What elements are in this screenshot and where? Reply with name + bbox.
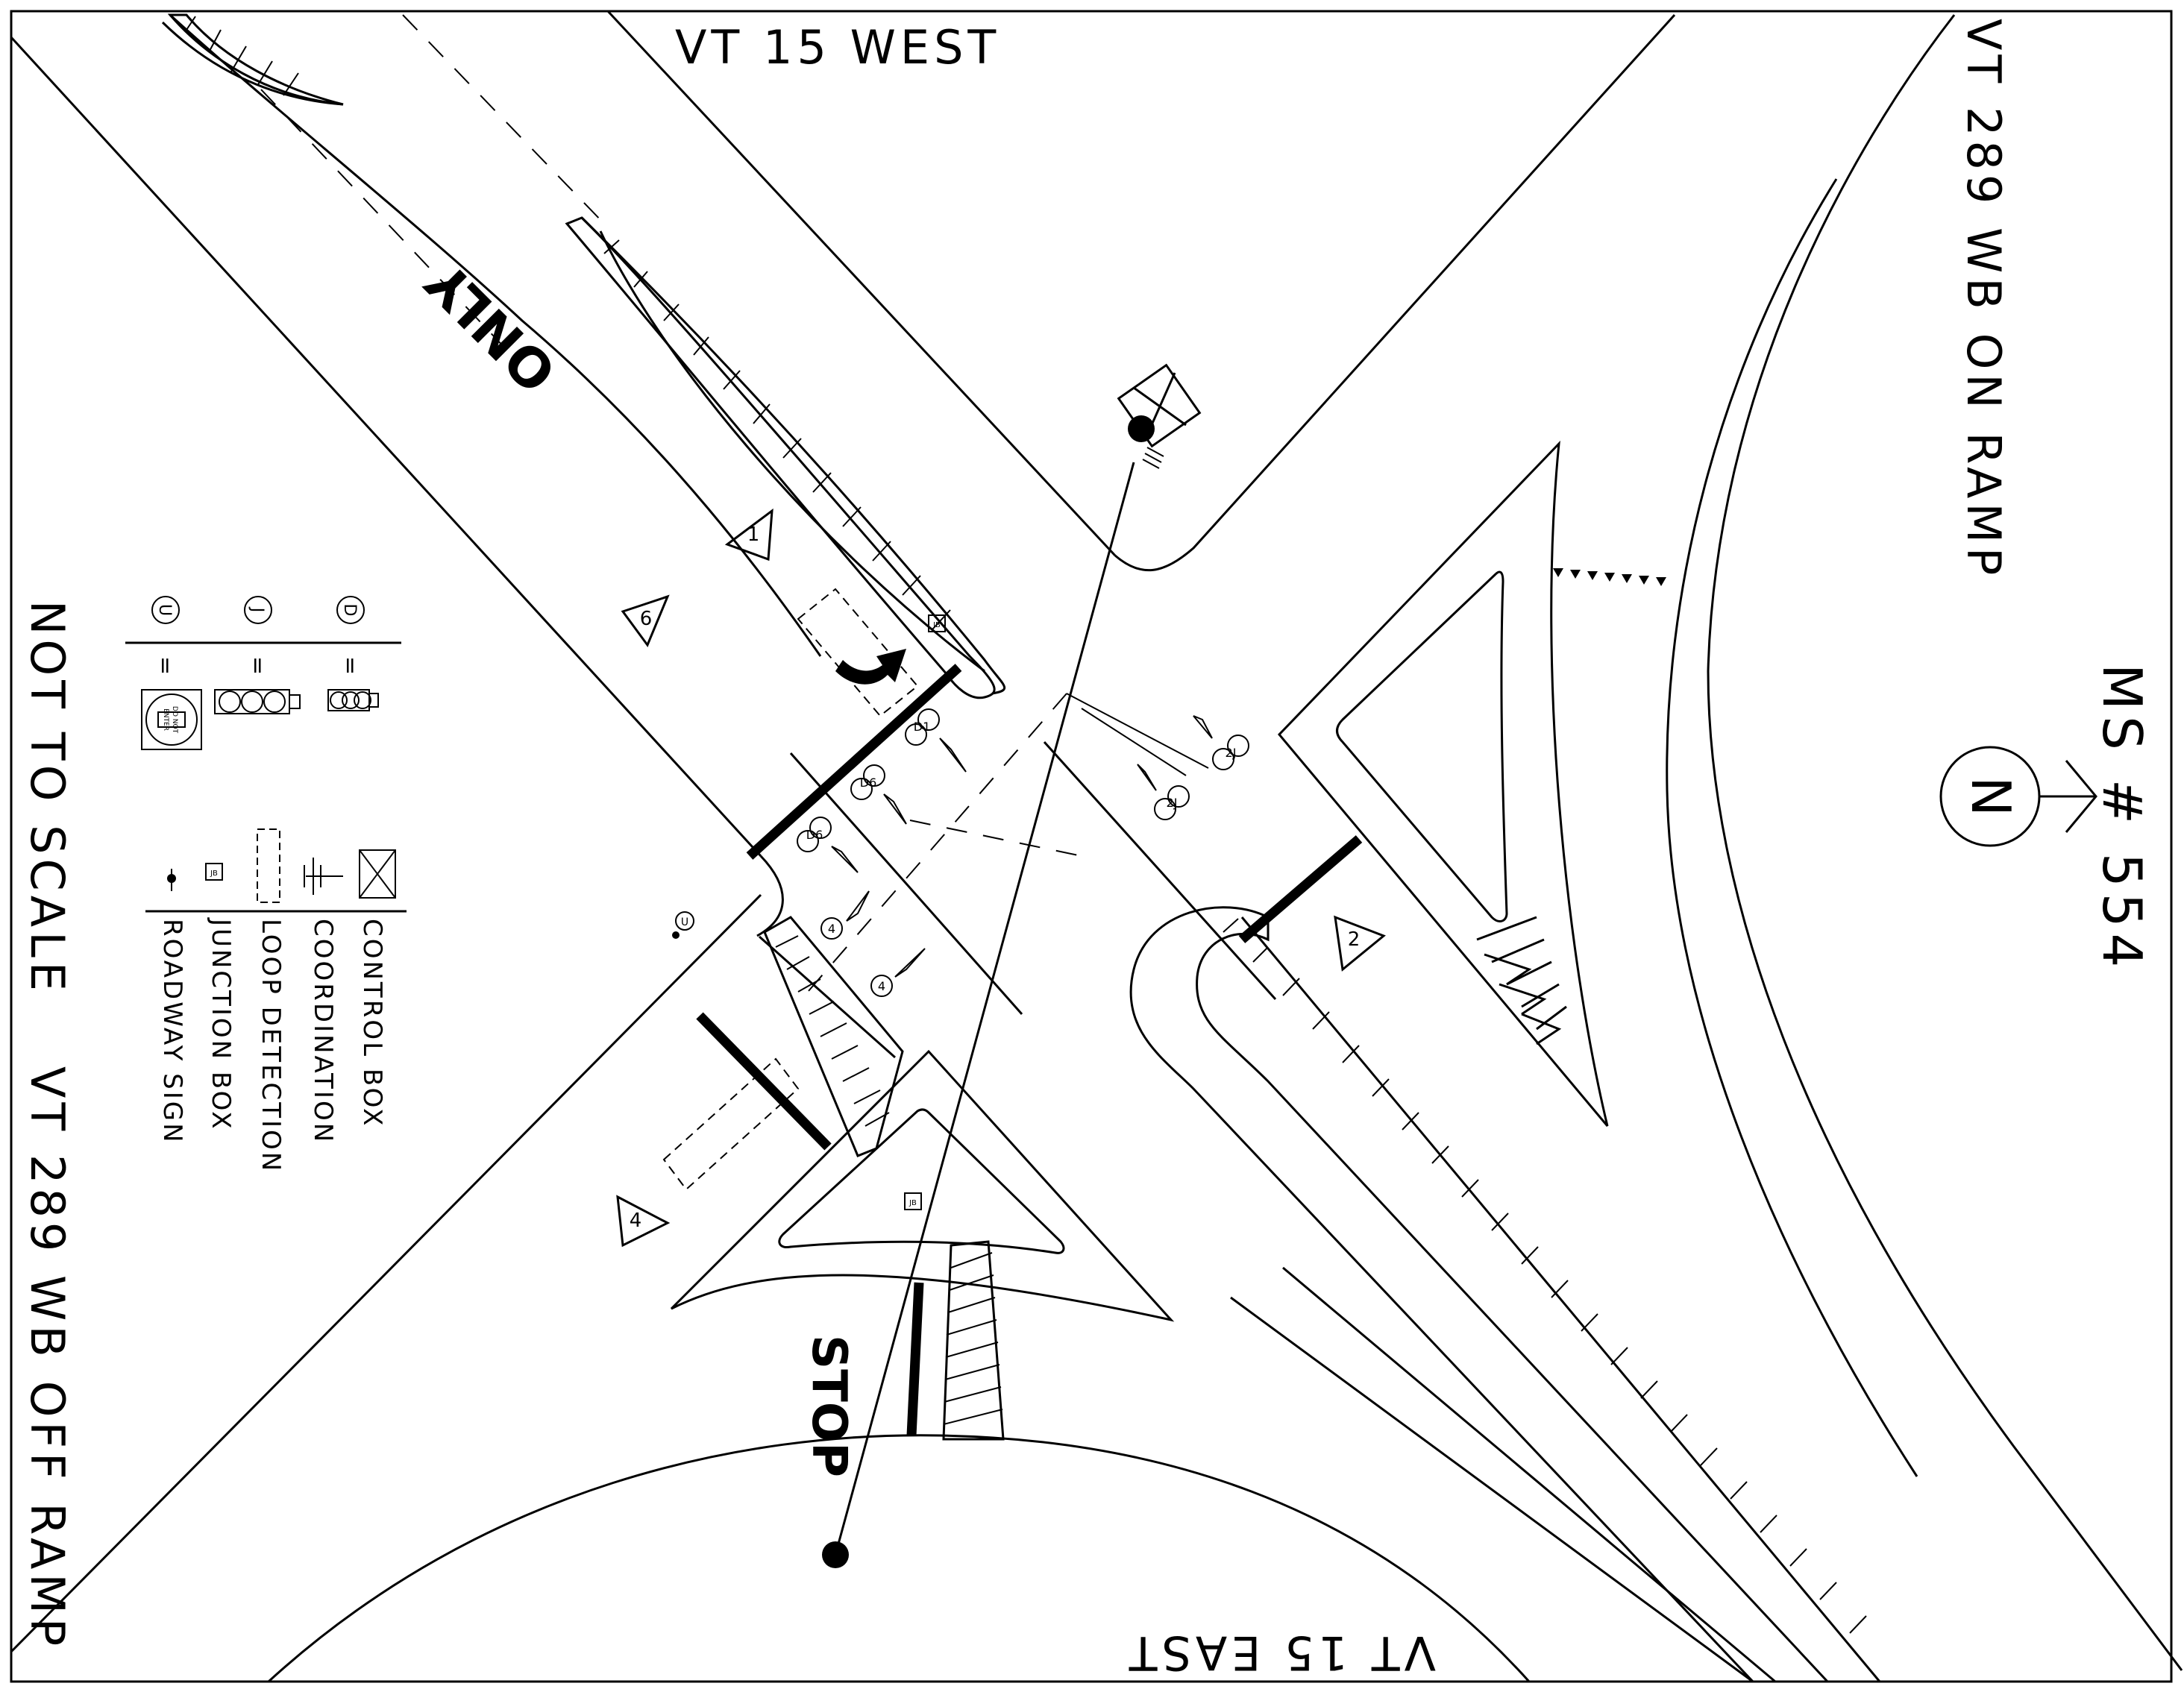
svg-text:2J: 2J <box>1226 746 1237 760</box>
svg-text:ONLY: ONLY <box>414 250 568 404</box>
phase-triangle-6: 6 <box>621 594 670 648</box>
label-vt289-on-ramp: VT 289 WB ON RAMP <box>1957 19 2011 579</box>
svg-text:D6: D6 <box>806 828 823 842</box>
svg-text:4: 4 <box>878 979 885 993</box>
svg-text:D1: D1 <box>914 720 931 734</box>
svg-text:JB: JB <box>210 869 218 878</box>
svg-text:STOP: STOP <box>801 1335 856 1477</box>
crosswalk-hatching-west <box>763 916 904 1157</box>
signal-4-a: 4 <box>820 890 870 940</box>
signal-head-balls-symbol <box>214 689 301 714</box>
ramp-island-north <box>565 216 996 699</box>
junction-box-south: JB <box>904 1192 922 1210</box>
coordination-ticks <box>1142 447 1164 469</box>
phase-triangle-1: 1 <box>724 508 774 562</box>
svg-text:4: 4 <box>630 1210 642 1232</box>
north-arrow: N <box>1939 746 2097 847</box>
svg-text:ENTER: ENTER <box>162 708 169 731</box>
road-edges <box>10 10 2183 1683</box>
svg-text:4: 4 <box>828 922 835 936</box>
island-hatching-top <box>167 13 344 106</box>
turn-arrow <box>835 649 906 685</box>
south-triangle-inner <box>778 1108 1065 1254</box>
svg-text:CONTROL BOX: CONTROL BOX <box>357 919 387 1128</box>
only-marking: ONLY <box>414 250 568 404</box>
svg-text:U: U <box>155 604 174 616</box>
yield-markers <box>1553 568 1666 586</box>
signal-4-b: 4 <box>870 948 926 997</box>
svg-text:=: = <box>245 656 271 675</box>
stop-marking: STOP <box>801 1335 856 1477</box>
svg-text:=: = <box>337 656 363 675</box>
chevron-marks <box>1476 916 1567 1045</box>
svg-text:D6: D6 <box>860 776 877 790</box>
label-not-to-scale: NOT TO SCALE <box>20 600 75 996</box>
svg-text:DO NOT: DO NOT <box>171 706 178 734</box>
label-vt15-east: VT 15 EAST <box>1125 1626 1436 1680</box>
svg-text:JB: JB <box>932 621 941 629</box>
lane-dashes <box>260 14 1090 1004</box>
crosswalk-hatching-south <box>942 1240 1005 1441</box>
southeast-island <box>1129 906 1830 1683</box>
legend-left: D = J = U = DO NOT ENTER <box>125 596 401 750</box>
do-not-enter-sign-symbol: DO NOT ENTER <box>141 689 202 750</box>
phase-triangle-4: 4 <box>616 1195 671 1248</box>
label-ms-number: MS # 554 <box>2091 664 2153 973</box>
roadway-sign-u: U <box>672 911 694 939</box>
signal-d6b: D6 <box>797 817 859 873</box>
east-triangle-inner <box>1336 570 1508 922</box>
loop-detection <box>662 588 919 1191</box>
svg-text:1: 1 <box>747 523 760 546</box>
stop-bars <box>696 664 1363 1436</box>
svg-text:COORDINATION: COORDINATION <box>308 919 338 1144</box>
label-vt15-west: VT 15 WEST <box>675 20 1000 75</box>
svg-text:JUNCTION BOX: JUNCTION BOX <box>206 917 236 1131</box>
svg-text:LOOP DETECTION: LOOP DETECTION <box>256 919 286 1173</box>
signal-2j-a: 2J <box>1193 715 1249 770</box>
south-triangle-island <box>670 1049 1175 1322</box>
svg-text:ROADWAY SIGN: ROADWAY SIGN <box>157 919 187 1145</box>
svg-text:6: 6 <box>640 608 653 630</box>
svg-text:JB: JB <box>909 1199 917 1207</box>
legend-right: CONTROL BOX COORDINATION LOOP DETECTION … <box>145 828 407 1173</box>
island-hatching-southeast <box>1223 918 1867 1634</box>
phase-triangle-2: 2 <box>1334 915 1386 972</box>
svg-text:=: = <box>152 656 178 675</box>
svg-text:J: J <box>248 606 266 613</box>
signal-d6: D6 <box>850 764 907 825</box>
svg-text:D: D <box>340 604 359 617</box>
svg-text:N: N <box>1959 776 2022 817</box>
junction-box-north: JB <box>928 614 946 632</box>
east-triangle-island <box>1277 440 1609 1127</box>
pole-dot-south <box>822 1541 849 1568</box>
svg-text:2J: 2J <box>1167 796 1178 810</box>
island-hatching-north <box>603 239 951 630</box>
signal-head-arrows-symbol <box>327 689 379 711</box>
svg-text:U: U <box>681 916 688 928</box>
svg-text:2: 2 <box>1348 928 1361 951</box>
drawing-border <box>10 10 2173 1683</box>
control-box <box>1117 363 1202 469</box>
signal-d1: D1 <box>905 708 967 773</box>
coordination-line <box>822 415 1155 1568</box>
label-vt289-off-ramp: VT 289 WB OFF RAMP <box>20 1066 75 1650</box>
signal-2j-b: 2J <box>1137 764 1190 820</box>
crosswalk-lines <box>1066 693 1209 776</box>
